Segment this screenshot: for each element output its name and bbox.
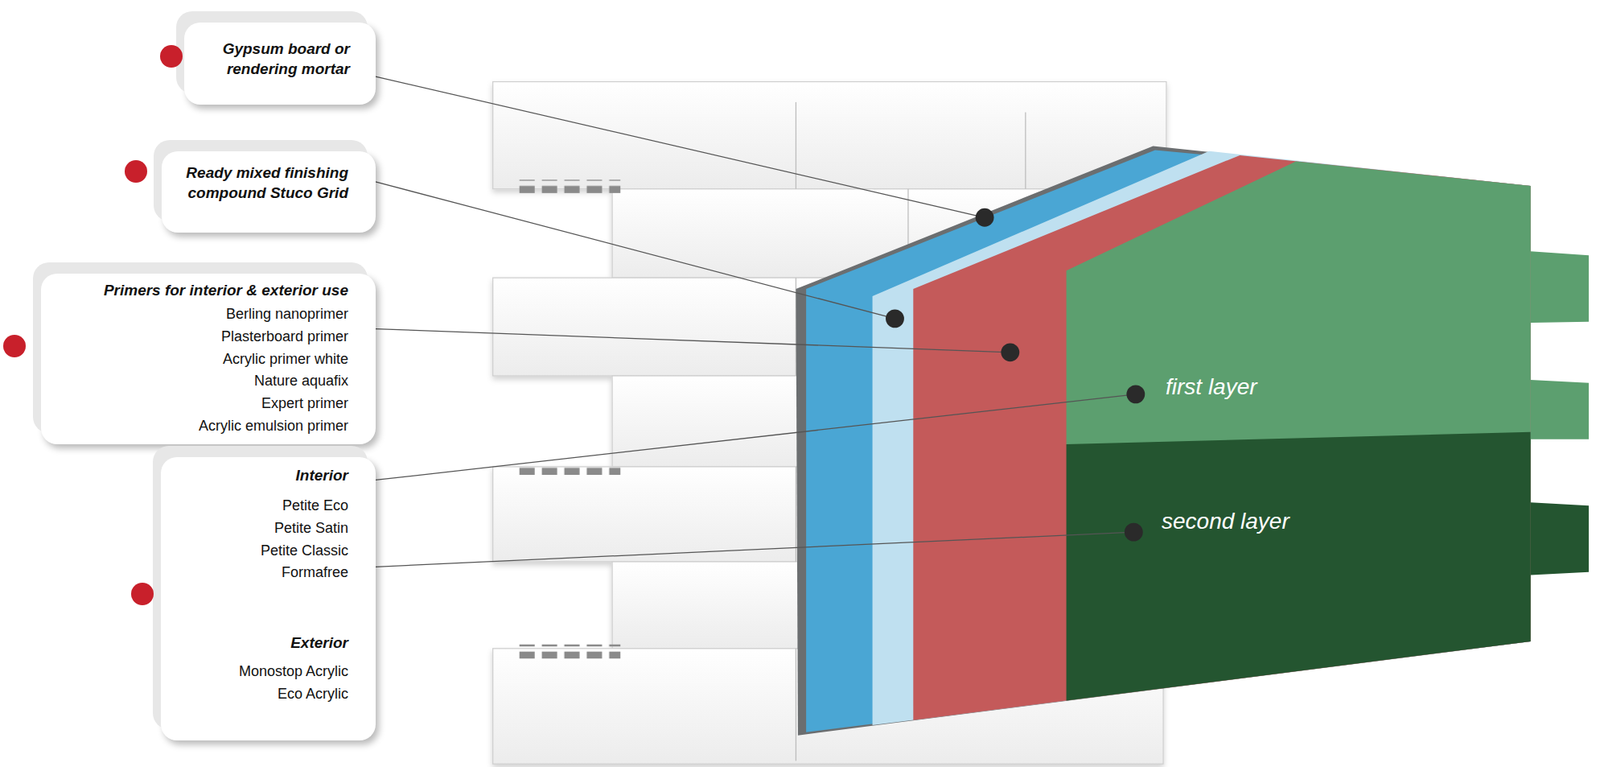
product-name: Petite Classic [260, 541, 349, 561]
product-name: Petite Eco [282, 496, 349, 516]
callout-box: Ready mixed finishing compound Stuco Gri… [161, 151, 376, 233]
layer-label: first layer [1165, 374, 1258, 400]
product-name: Berling nanoprimer [226, 304, 349, 325]
product-name: Acrylic primer white [222, 349, 349, 370]
marker-dot [160, 45, 183, 68]
wall-layers [795, 145, 1589, 735]
callout-heading: Ready mixed finishing compound Stuco Gri… [172, 162, 349, 203]
product-name: Monostop Acrylic [238, 662, 349, 682]
marker-dot [3, 334, 26, 358]
callout-box: Primers for interior & exterior useBerli… [41, 273, 376, 445]
leader-lines [375, 76, 1136, 567]
product-name: Eco Acrylic [277, 684, 349, 704]
layer-label: second layer [1161, 508, 1290, 535]
product-name: Formafree [281, 563, 349, 583]
marker-dot [124, 160, 148, 183]
marker-dot [131, 582, 154, 605]
product-name: Petite Satin [274, 518, 349, 539]
product-name: Nature aquafix [254, 371, 349, 391]
product-name: Plasterboard primer [221, 327, 349, 347]
brick-holes [518, 179, 621, 659]
callout-box: InteriorPetite EcoPetite SatinPetite Cla… [160, 456, 376, 741]
callout-heading: Exterior [290, 632, 349, 653]
leader-dots [885, 208, 1145, 542]
callout-heading: Interior [296, 464, 349, 486]
callout-box: Gypsum board or rendering mortar [184, 22, 376, 105]
callout-heading: Gypsum board or rendering mortar [197, 38, 350, 79]
product-name: Expert primer [261, 394, 349, 414]
product-name: Acrylic emulsion primer [198, 416, 349, 436]
callout-heading: Primers for interior & exterior use [103, 279, 349, 301]
